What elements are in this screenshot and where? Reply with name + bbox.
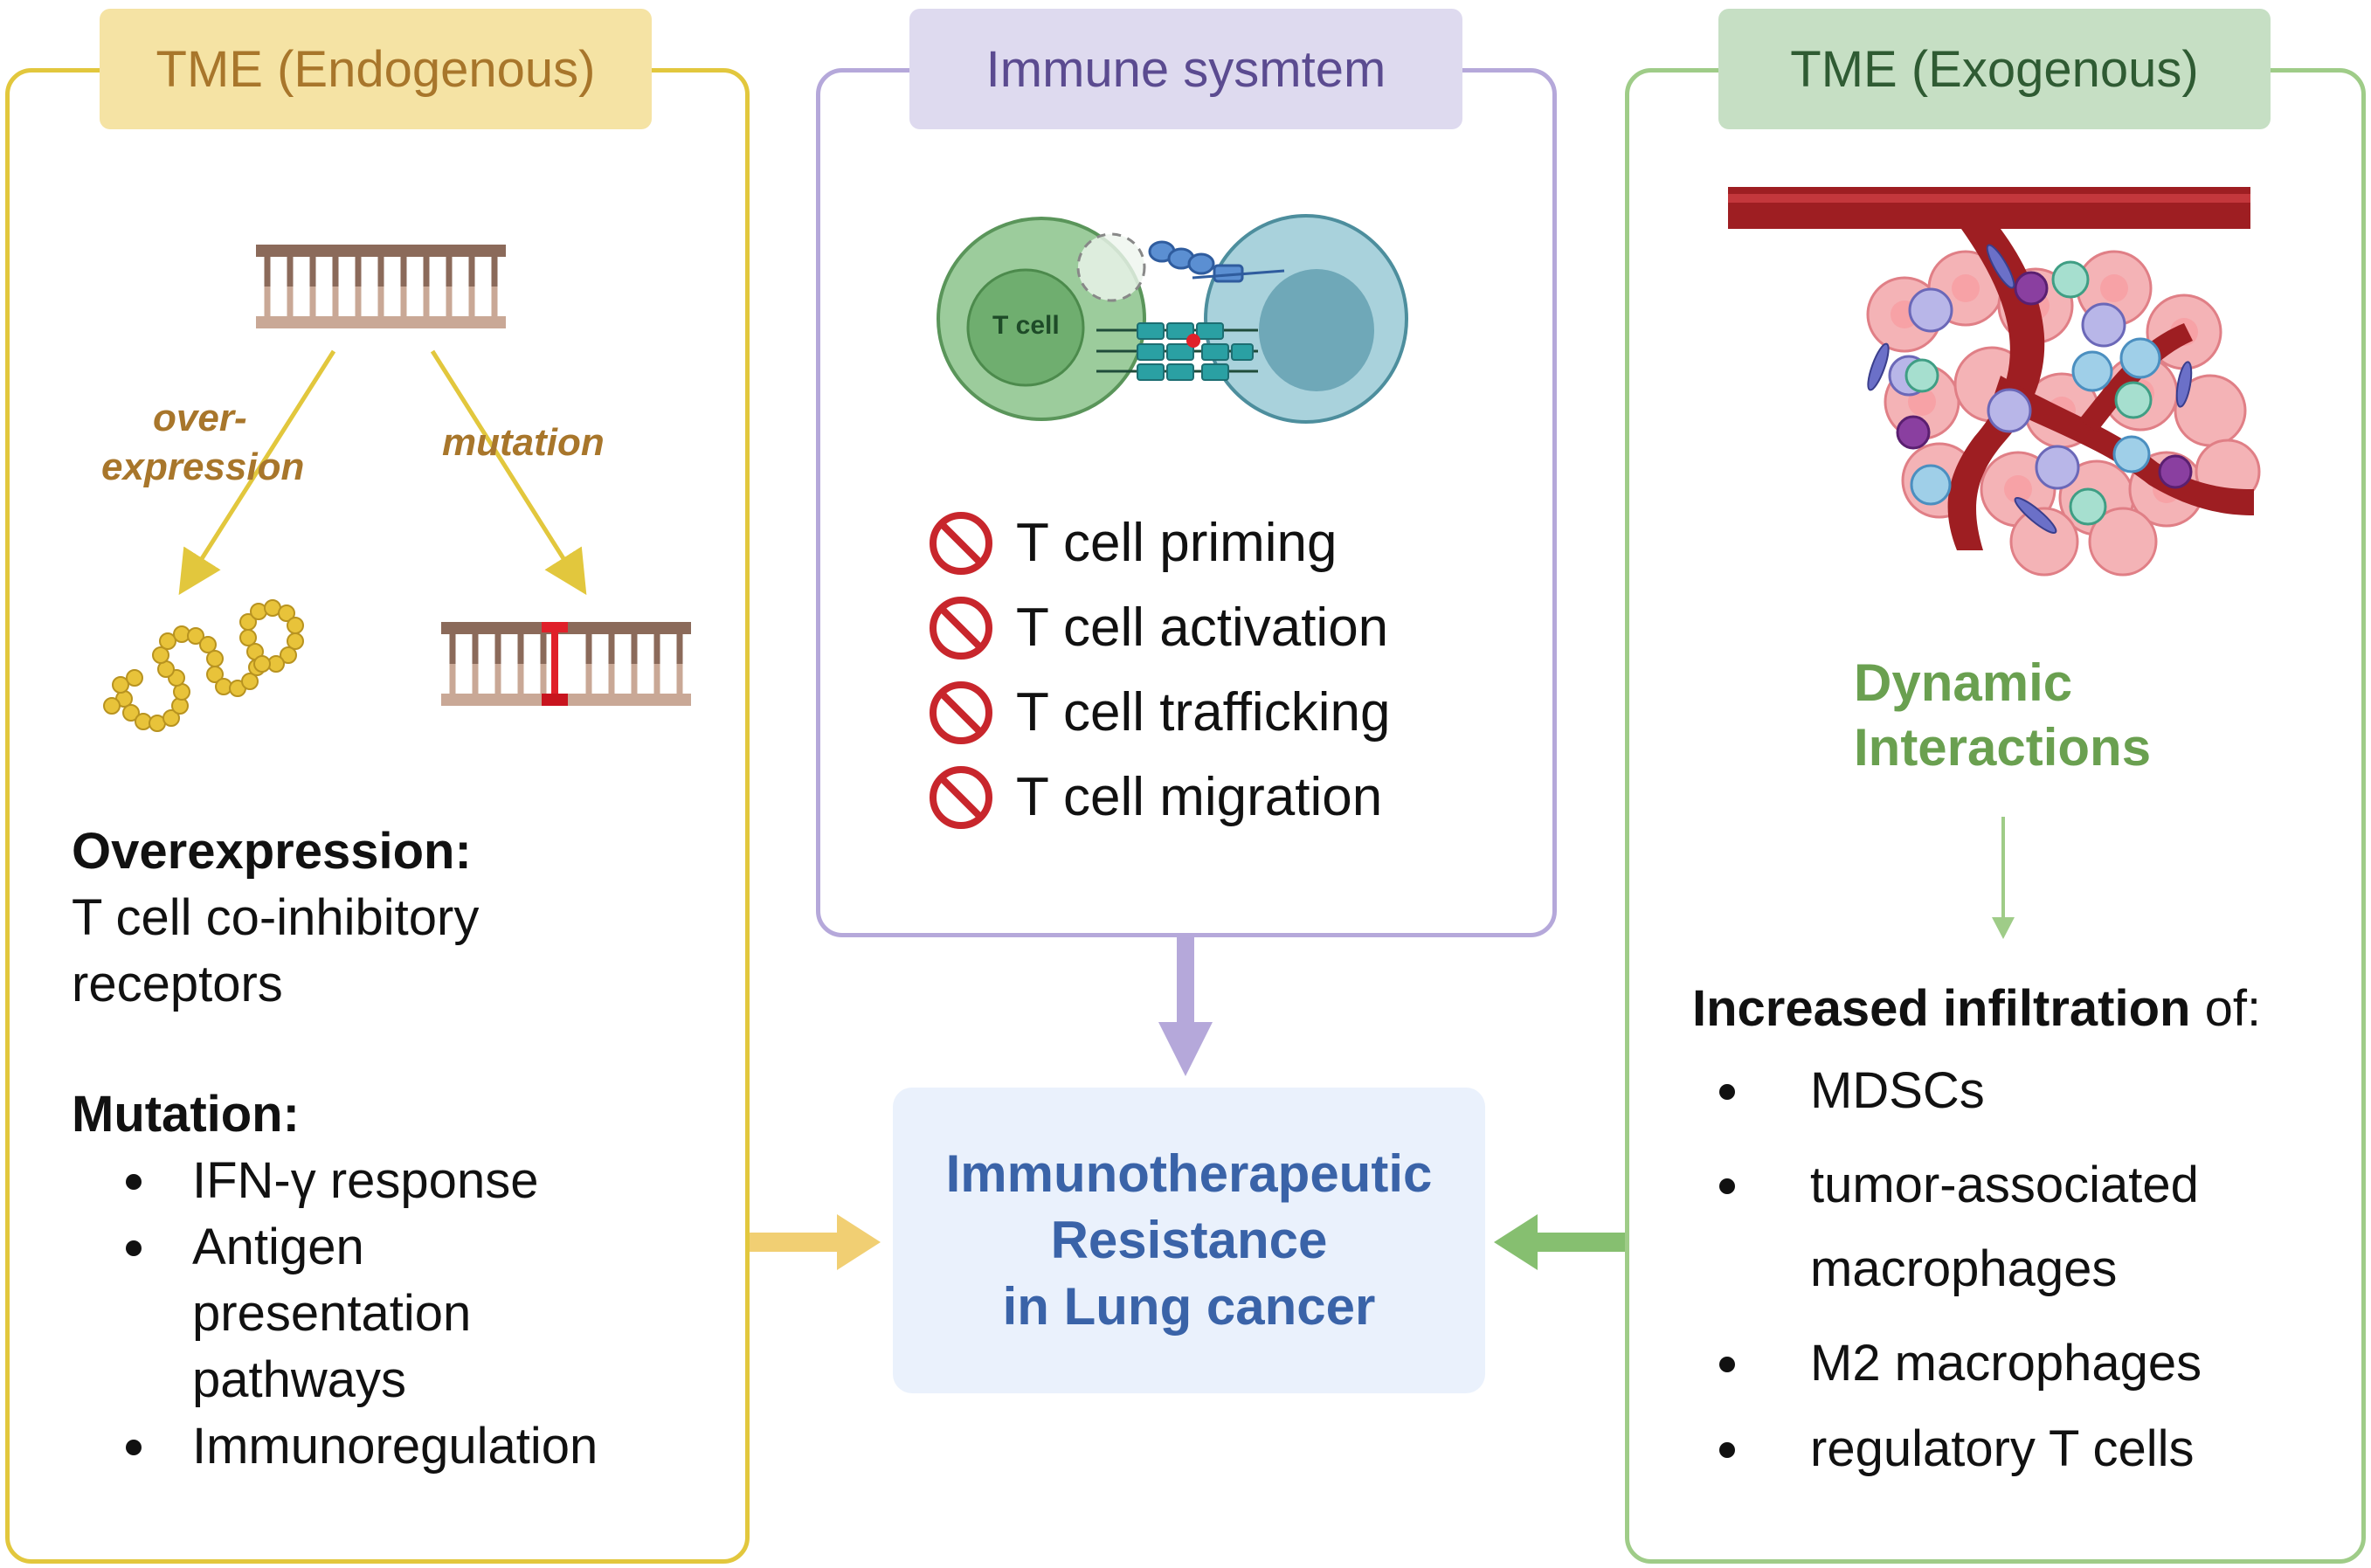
list-item: IFN-γ response bbox=[77, 1148, 598, 1214]
list-item: M2 macrophages bbox=[1676, 1330, 2202, 1397]
overexpression-label-2: expression bbox=[101, 446, 305, 488]
immune-system-header: Immune sysmtem bbox=[909, 9, 1462, 129]
mutated-dna-icon bbox=[441, 622, 691, 706]
list-item: T cell trafficking bbox=[929, 670, 1390, 755]
endogenous-header: TME (Endogenous) bbox=[100, 9, 652, 129]
t-cell-interaction-icon bbox=[937, 214, 1408, 424]
overexpression-arrow bbox=[178, 349, 336, 596]
list-item: T cell activation bbox=[929, 585, 1390, 670]
overexpression-line-2: receptors bbox=[72, 956, 283, 1012]
center-line-2: Resistance bbox=[1050, 1211, 1328, 1269]
list-item: MDSCs bbox=[1676, 1058, 2202, 1124]
list-item: regulatory T cells bbox=[1676, 1416, 2202, 1482]
overexpression-label-1: over- bbox=[153, 397, 247, 439]
mutation-label: mutation bbox=[442, 421, 605, 464]
list-item: T cell priming bbox=[929, 501, 1390, 585]
center-line-1: Immunotherapeutic bbox=[945, 1144, 1433, 1203]
immune-system-panel bbox=[816, 68, 1557, 937]
infiltration-heading: Increased infiltration of: bbox=[1692, 980, 2262, 1037]
protein-chain-icon bbox=[103, 599, 304, 732]
center-line-3: in Lung cancer bbox=[1002, 1277, 1376, 1336]
tumor-microenvironment-icon bbox=[1728, 187, 2261, 577]
overexpression-title: Overexpression: bbox=[72, 823, 472, 880]
exogenous-to-center-arrow bbox=[1494, 1214, 1625, 1270]
t-cell-label: T cell bbox=[992, 311, 1060, 340]
endogenous-to-center-arrow bbox=[750, 1214, 881, 1270]
list-item: Immunoregulation bbox=[77, 1413, 598, 1480]
no-entry-icon bbox=[930, 512, 992, 575]
dynamic-interactions-label: Dynamic Interactions bbox=[1854, 653, 2152, 777]
exogenous-header: TME (Exogenous) bbox=[1718, 9, 2271, 129]
no-entry-icon bbox=[930, 681, 992, 744]
dna-ladder-icon bbox=[256, 245, 506, 328]
overexpression-line-1: T cell co-inhibitory bbox=[72, 889, 480, 946]
blocked-steps-list: T cell priming T cell activation T cell … bbox=[929, 501, 1390, 839]
immune-to-center-arrow bbox=[1158, 937, 1213, 1076]
dynamic-interactions-arrow bbox=[1992, 817, 2015, 939]
immunotherapeutic-resistance-box: Immunotherapeutic Resistance in Lung can… bbox=[893, 1088, 1485, 1393]
exogenous-panel bbox=[1625, 68, 2366, 1564]
list-item: T cell migration bbox=[929, 755, 1390, 839]
mutation-arrow bbox=[430, 349, 587, 596]
no-entry-icon bbox=[930, 597, 992, 660]
mutation-title: Mutation: bbox=[72, 1086, 300, 1143]
no-entry-icon bbox=[930, 766, 992, 829]
